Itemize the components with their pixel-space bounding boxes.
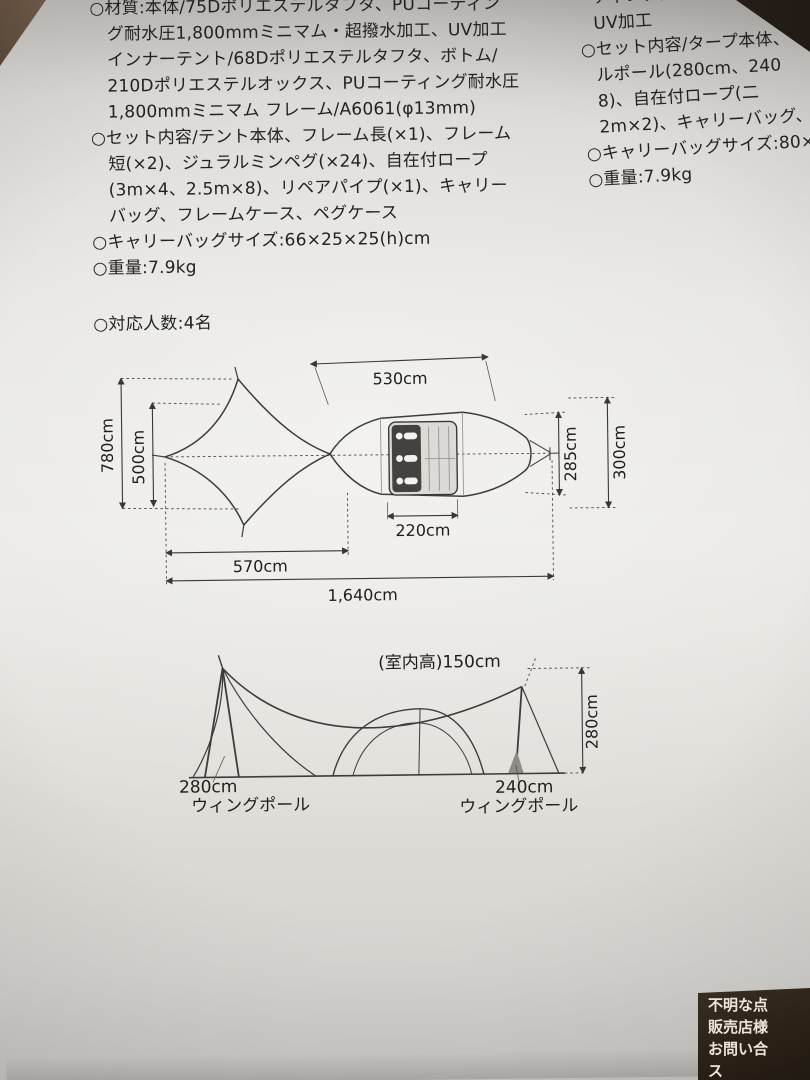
side-view-diagram: (室内高)150cm [179,652,602,818]
tent-body-top-view [329,411,559,498]
paper-edge-shadow [6,1048,707,1080]
dim-220-label: 220cm [395,520,450,540]
dim-285-label: 285cm [561,426,581,481]
left-pole-height-label: 280cm [179,777,238,798]
dim-300-label: 300cm [610,425,630,480]
right-wing-pole [507,686,524,774]
left-wing-pole [203,655,240,778]
person-icon [396,477,418,485]
spec-line: ○重量:7.9kg [92,257,197,279]
person-icon [395,432,418,440]
dim-500-label: 500cm [129,430,149,485]
spec-left-column: ○材質:本体/75Dポリエステルタフタ、PUコーティン グ耐水圧1,800mmミ… [89,0,582,282]
note-line: 販売店様 [708,1018,769,1036]
dim-285-arrow [554,411,563,497]
note-line: ス [708,1062,724,1080]
dim-780-label: 780cm [97,418,117,473]
dim-300-arrow [603,396,613,509]
dim-570-arrow [165,547,350,557]
dimension-arrows: 530cm 780cm 500cm 285cm 300cm 220cm 570c… [97,353,630,605]
tarp-top-view [151,366,332,538]
top-view-diagram: 530cm 780cm 500cm 285cm 300cm 220cm 570c… [97,353,630,605]
dim-530-label: 530cm [372,369,427,389]
person-icon [396,454,418,462]
ground-line [188,772,565,779]
spec-right-column: ティング耐水圧 UV加工 ○セット内容/タープ本体、 ルポール(280cm、24… [577,0,810,194]
dim-500-arrow [148,402,158,508]
dim-280-arrow [578,666,587,774]
dim-780-arrow [117,377,127,510]
dim-220-arrow [386,511,459,520]
capacity-line: ○対応人数:4名 [93,313,213,335]
right-pole-name-label: ウィングポール [459,796,578,817]
dim-1640-arrow [165,572,555,585]
mat-grid [425,426,456,491]
guy-ropes [529,440,559,467]
inner-tent-side [332,708,485,777]
dim-570-label: 570cm [233,556,288,576]
dim-280-label: 280cm [582,694,602,749]
inner-tent [387,420,459,496]
dim-1640-label: 1,640cm [327,585,397,605]
right-pole-height-label: 240cm [495,777,554,798]
dim-530-arrow [309,353,489,368]
left-pole-name-label: ウィングポール [191,795,310,816]
note-line: 不明な点 [708,996,769,1014]
canopy-outline [192,667,560,778]
pole-base-anchor [507,750,524,774]
note-line: お問い合 [708,1040,769,1058]
construction-lines [121,378,617,585]
corner-note: 不明な点 販売店様 お問い合 ス [698,988,810,1080]
interior-height-label: (室内高)150cm [378,652,501,673]
